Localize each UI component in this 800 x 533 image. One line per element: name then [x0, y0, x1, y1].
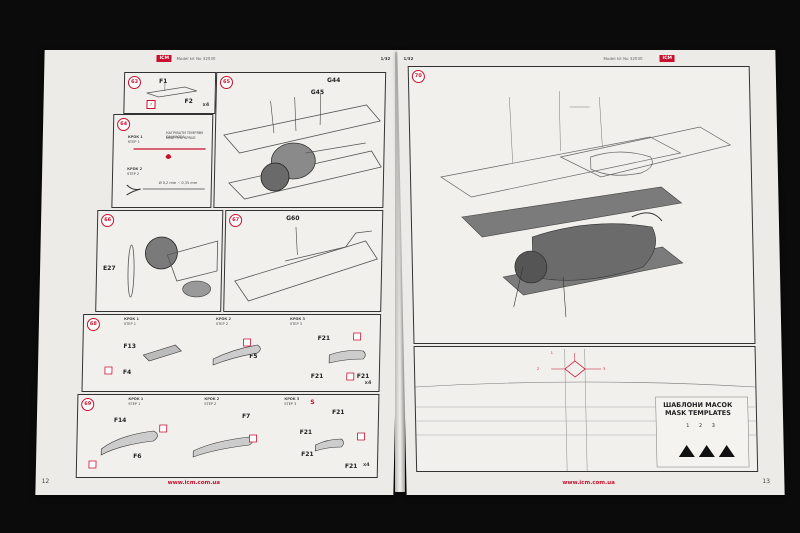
- scale-label: 1/32: [380, 56, 391, 61]
- aircraft-assembly-drawing: [440, 91, 732, 318]
- mask-title-en: MASK TEMPLATES: [664, 409, 731, 417]
- callout-1: 1: [550, 351, 553, 355]
- page-number: 12: [41, 478, 50, 485]
- step-64-panel: 64 КРОК 1 STEP 1 НАГРІВАТИ ТЕМРЯВУ ЛАНЦЮ…: [111, 114, 214, 208]
- instruction-page-right: 1/32 Model kit No 32030 ICM 70: [397, 50, 785, 495]
- brand-logo: ICM: [156, 55, 173, 62]
- canopy-drawing: [415, 349, 757, 471]
- step-63-panel: 63 F1 F2 ? x4: [123, 72, 217, 114]
- website-footer: www.icm.com.ua: [562, 480, 615, 486]
- book-spine: [395, 52, 405, 492]
- model-kit-number: Model kit No 32030: [603, 56, 643, 61]
- bomb-drawing: [88, 424, 366, 469]
- step-70-panel: 70: [407, 66, 756, 344]
- instruction-page-left: ICM Model kit No 32030 1/32 63 F1 F2 ? x…: [35, 50, 403, 495]
- mask-title-ua: ШАБЛОНИ МАСОК: [663, 401, 733, 409]
- brand-logo: ICM: [659, 55, 676, 62]
- engine-drawing: [127, 236, 219, 298]
- wing-drawing: [234, 226, 378, 302]
- mask-numbers: 1 2 3: [686, 423, 720, 429]
- sprue-drawing: [126, 148, 206, 196]
- callout-3: 3: [602, 367, 606, 371]
- part-drawing: [146, 83, 197, 98]
- bomb-drawing: [104, 332, 366, 381]
- callout-2: 2: [536, 367, 540, 371]
- model-kit-number: Model kit No 32030: [176, 56, 216, 61]
- mask-templates-panel: 1 2 3 ШАБЛОНИ МАСОК MASK TEMPLATES 1 2 3: [413, 346, 759, 472]
- scale-label: 1/32: [403, 56, 414, 61]
- aircraft-drawing: [223, 93, 382, 200]
- mask-templates-title: ШАБЛОНИ МАСОК MASK TEMPLATES: [656, 401, 740, 417]
- step-68-panel: 68 КРОК 1 STEP 1 F13 F4 КРОК 2 STEP 2 F5…: [81, 314, 382, 392]
- step-65-panel: 65 G44 G45: [213, 72, 387, 208]
- website-footer: www.icm.com.ua: [167, 480, 221, 486]
- step-67-panel: 67 G60: [223, 210, 384, 312]
- page-number: 13: [762, 478, 771, 485]
- step-69-panel: 69 КРОК 1 STEP 1 F14 F6 КРОК 2 STEP 2 F7…: [75, 394, 380, 478]
- step-66-panel: 66 E27: [95, 210, 224, 312]
